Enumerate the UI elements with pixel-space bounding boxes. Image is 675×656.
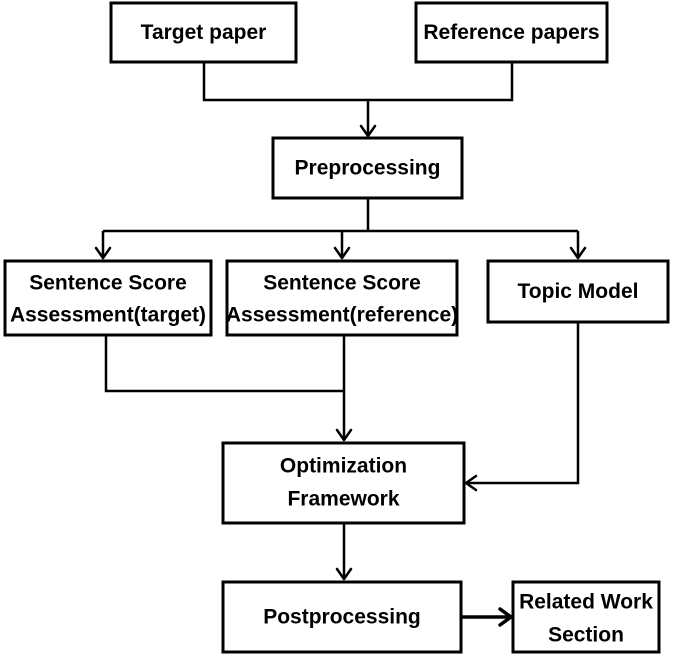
node-reference-papers: Reference papers <box>414 1 609 64</box>
node-optimization-framework: Optimization Framework <box>221 441 466 525</box>
node-sentence-score-target: Sentence Score Assessment(target) <box>3 259 213 337</box>
arrowhead-topic-model <box>569 246 587 260</box>
node-topic-model: Topic Model <box>486 259 670 324</box>
node-label-line-1: Optimization <box>280 455 407 478</box>
arrowhead-optimization-right <box>464 474 478 492</box>
node-label-line-1: Sentence Score <box>29 272 187 295</box>
arrowhead-score-reference <box>333 246 351 260</box>
arrowhead-related-work <box>498 607 513 627</box>
arrowhead-postprocessing <box>335 567 353 581</box>
arrowhead-optimization-top <box>335 428 353 442</box>
node-label: Postprocessing <box>263 606 421 629</box>
node-label-line-2: Assessment(reference) <box>226 304 458 327</box>
edge-topic-model-to-optimization <box>466 322 580 485</box>
node-related-work-section: Related Work Section <box>511 580 661 654</box>
node-label-line-2: Assessment(target) <box>10 304 206 327</box>
node-target-paper: Target paper <box>109 1 298 64</box>
edge-target-paper-to-merge <box>202 62 368 102</box>
node-sentence-score-reference: Sentence Score Assessment(reference) <box>225 259 459 337</box>
edge-score-target-to-merge <box>104 335 344 393</box>
node-label-line-1: Related Work <box>519 591 653 614</box>
edges <box>94 62 587 627</box>
node-label: Target paper <box>141 21 267 44</box>
node-label-line-1: Sentence Score <box>263 272 421 295</box>
arrowhead-score-target <box>94 246 112 260</box>
node-label: Preprocessing <box>295 157 441 180</box>
node-postprocessing: Postprocessing <box>221 580 463 654</box>
node-label: Reference papers <box>423 21 599 44</box>
node-label-line-2: Framework <box>287 488 399 511</box>
node-label-line-2: Section <box>548 624 624 647</box>
node-preprocessing: Preprocessing <box>271 136 464 200</box>
arrowhead-preprocessing <box>359 124 377 138</box>
edge-reference-papers-to-merge <box>368 62 514 102</box>
node-label: Topic Model <box>518 280 639 303</box>
